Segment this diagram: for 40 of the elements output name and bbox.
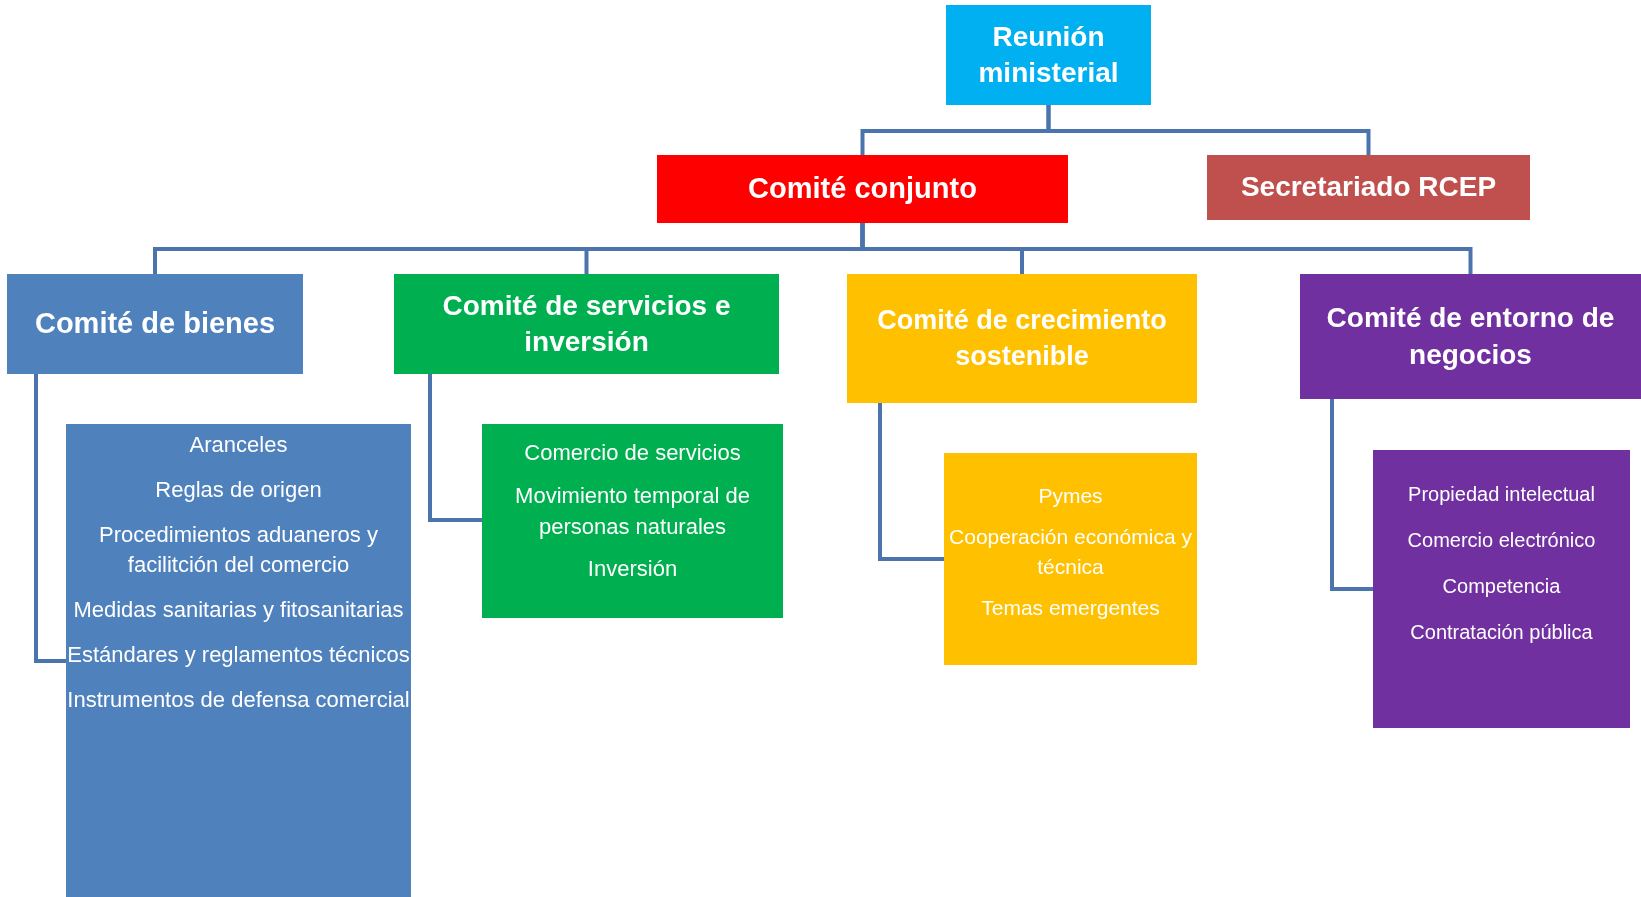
connector-line: [428, 374, 482, 522]
committee-box: [1300, 274, 1641, 399]
topic-item: Contratación pública: [1410, 620, 1593, 645]
committee-title: Comité de servicios e inversión: [441, 288, 732, 359]
topic-item: Aranceles: [189, 431, 288, 459]
topic-item: Cooperación económica y técnica: [948, 524, 1193, 580]
topic-item: Propiedad intelectual: [1408, 482, 1595, 507]
committee-title: Secretariado RCEP: [1239, 170, 1498, 205]
committee-box: [1207, 155, 1530, 220]
topic-item: Instrumentos de defensa comercial: [67, 685, 410, 714]
topic-item: Procedimientos aduaneros y facilitción del comercio: [98, 520, 379, 580]
topic-item: Reglas de origen: [155, 475, 322, 504]
committee-box: [946, 5, 1151, 105]
connector-line: [34, 374, 66, 663]
topic-list-box: [1373, 450, 1630, 728]
topic-item: Estándares y reglamentos técnicos: [67, 641, 410, 669]
topic-item: Comercio de servicios: [524, 439, 741, 467]
topic-item: Inversión: [587, 555, 678, 584]
committee-box: [7, 274, 303, 374]
topic-item: Comercio electrónico: [1407, 528, 1596, 553]
committee-title: Comité conjunto: [747, 171, 978, 207]
committee-box: [657, 155, 1068, 223]
topic-item: Pymes: [1038, 483, 1103, 509]
connector-line: [878, 403, 944, 561]
committee-title: Comité de entorno de negocios: [1325, 301, 1616, 372]
topic-item: Competencia: [1442, 574, 1561, 599]
connector-line: [1046, 105, 1371, 155]
committee-box: [847, 274, 1197, 403]
topic-item: Temas emergentes: [981, 595, 1160, 622]
topic-item: Movimiento temporal de personas naturales: [514, 481, 751, 541]
committee-title: Comité de crecimiento sostenible: [876, 304, 1168, 373]
topic-list-box: [482, 424, 783, 618]
connector-line: [860, 223, 1473, 274]
connector-line: [1330, 399, 1373, 591]
committee-title: Reunión ministerial: [977, 19, 1120, 90]
topic-list-box: [944, 453, 1197, 665]
topic-item: Medidas sanitarias y fitosanitarias: [73, 596, 404, 625]
topic-list-box: [66, 424, 411, 897]
committee-title: Comité de bienes: [33, 306, 277, 342]
committee-box: [394, 274, 779, 374]
